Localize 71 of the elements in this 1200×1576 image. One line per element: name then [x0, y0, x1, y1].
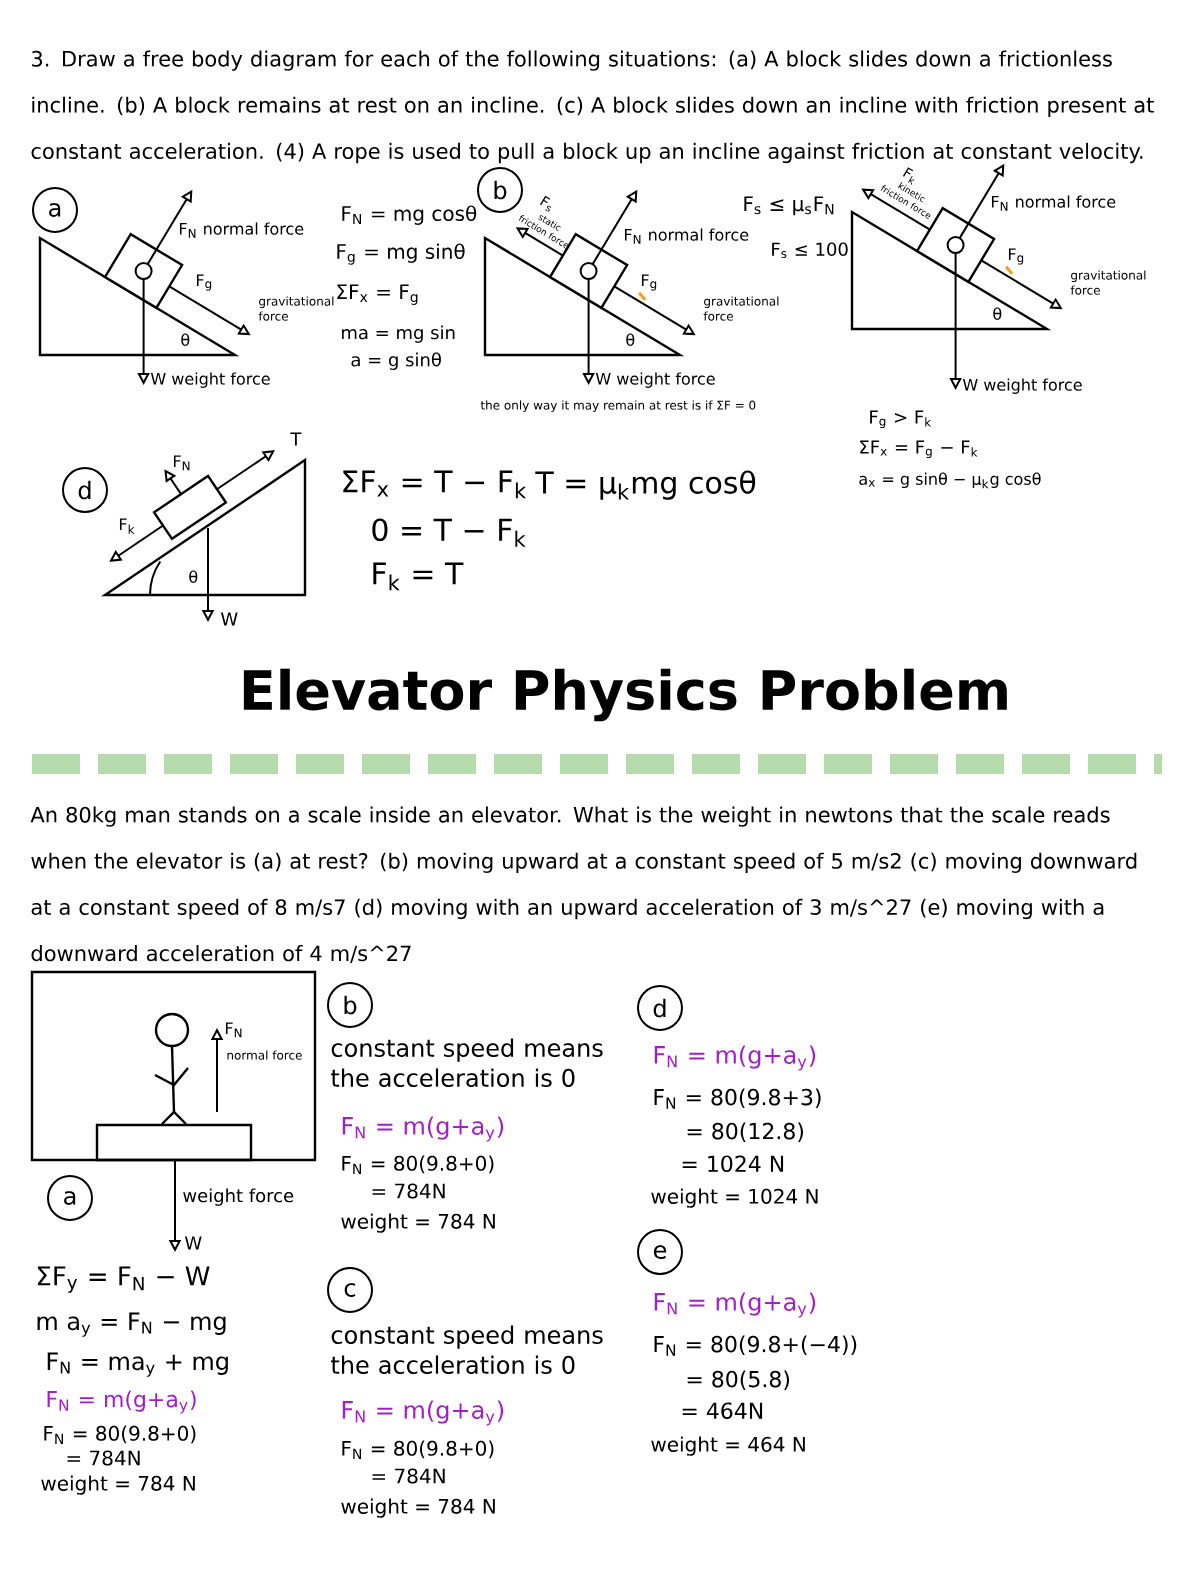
equation: F$_{N}$ = m(g+a$_{y}$) — [47, 1390, 196, 1414]
equation: 0 = T − F$_{k}$ — [372, 518, 526, 547]
equation: T = μ$_{k}$mg cosθ — [535, 470, 756, 500]
circled-letter: b — [327, 982, 373, 1028]
equation: = 784N — [372, 1468, 445, 1484]
force-label: W weight force — [962, 378, 1082, 394]
force-label: F$_{s}$ — [540, 195, 552, 212]
note: the only way it may remain at rest is if ΣF = 0 — [480, 400, 756, 413]
angle-label: θ — [181, 333, 190, 346]
angle-label: θ — [993, 307, 1002, 320]
force-label: W weight force — [595, 372, 715, 388]
force-label: W weight force — [150, 372, 270, 388]
force-label: F$_{g}$ — [196, 274, 212, 291]
equation: F$_{N}$ = 80(9.8+0) — [44, 1425, 196, 1444]
circled-letter: a — [32, 187, 78, 233]
equation: F$_{N}$ = 80(9.8+(−4)) — [654, 1335, 857, 1356]
force-label: gravitational force — [703, 296, 779, 321]
force-label: F$_{N}$ — [225, 1022, 242, 1038]
force-label: W — [221, 612, 238, 626]
equation: weight = 1024 N — [651, 1188, 818, 1208]
angle-label: θ — [189, 570, 198, 583]
equation: = 80(5.8) — [687, 1370, 790, 1390]
title: Elevator Physics Problem — [243, 668, 1007, 722]
equation: weight = 784 N — [41, 1475, 195, 1495]
equation: ΣF$_{x}$ = F$_{g}$ − F$_{k}$ — [860, 440, 978, 459]
explanation-text: constant speed means the acceleration is 0 — [331, 1325, 603, 1374]
equation: weight = 464 N — [651, 1436, 805, 1456]
circled-letter: d — [62, 467, 108, 513]
equation: ΣF$_{x}$ = T − F$_{k}$ — [343, 470, 527, 499]
circled-letter: a — [47, 1175, 93, 1221]
equation: ma = mg sin — [342, 325, 455, 343]
equation: F$_{N}$ = 80(9.8+3) — [654, 1088, 821, 1109]
equation: a = g sinθ — [351, 352, 441, 370]
force-label: W — [185, 1236, 202, 1250]
equation: F$_{N}$ = ma$_{y}$ + mg — [47, 1352, 228, 1377]
equation: weight = 784 N — [341, 1498, 495, 1518]
equation: weight = 784 N — [341, 1213, 495, 1233]
force-label: F$_{g}$ — [1008, 248, 1024, 265]
circled-letter: c — [327, 1267, 373, 1313]
force-label: T — [290, 432, 302, 446]
question-text: 3. Draw a free body diagram for each of the following situations: (a) A block slides down a frictionless incline. (b) A block remains at rest on an incline. (c) A block slides down an incline with friction present at constant acceleration. (4) A rope is used to pull a block up an incline against friction at constant velocity. — [31, 50, 1154, 164]
equation: F$_{N}$ = m(g+a$_{y}$) — [342, 1116, 504, 1142]
question-text: An 80kg man stands on a scale inside an elevator. What is the weight in newtons that the scale reads when the elevator is (a) at rest? (b) moving upward at a constant speed of 5 m/s2 (c) moving downward at a constant speed of 8 m/s7 (d) moving with an upward acceleration of 3 m/s^27 (e) moving with a downward acceleration of 4 m/s^27 — [30, 806, 1137, 963]
force-label: F$_{N}$ normal force — [624, 228, 749, 244]
equation: m a$_{y}$ = F$_{N}$ − mg — [37, 1312, 226, 1337]
equation: F$_{N}$ = m(g+a$_{y}$) — [342, 1400, 504, 1426]
equation: ΣF$_{x}$ = F$_{g}$ — [337, 284, 418, 305]
equation: a$_{x}$ = g sinθ − μ$_{k}$g cosθ — [859, 472, 1041, 489]
explanation-text: constant speed means the acceleration is 0 — [331, 1038, 603, 1087]
force-label: F$_{g}$ — [641, 274, 657, 291]
force-label: gravitational force — [1070, 270, 1146, 295]
equation: F$_{s}$ ≤ μ$_{s}$F$_{N}$ — [744, 196, 834, 216]
equation: F$_{N}$ = 80(9.8+0) — [342, 1440, 494, 1459]
force-label: F$_{N}$ normal force — [179, 222, 304, 238]
equation: F$_{N}$ = 80(9.8+0) — [342, 1155, 494, 1174]
circled-letter: e — [637, 1229, 683, 1275]
equation: = 464N — [682, 1402, 763, 1420]
equation: = 80(12.8) — [687, 1122, 803, 1142]
force-label: weight force — [183, 1188, 294, 1206]
force-label: gravitational force — [258, 296, 334, 321]
equation: F$_{N}$ = m(g+a$_{y}$) — [654, 1292, 816, 1318]
circled-letter: d — [637, 985, 683, 1031]
equation: F$_{g}$ > F$_{k}$ — [870, 410, 932, 429]
circled-letter: b — [477, 167, 523, 213]
force-label: F$_{N}$ — [173, 455, 190, 471]
equation: = 784N — [67, 1450, 140, 1466]
equation: F$_{g}$ = mg sinθ — [337, 243, 465, 265]
equation: F$_{k}$ = T — [373, 562, 464, 591]
angle-label: θ — [626, 333, 635, 346]
equation: F$_{s}$ ≤ 100 — [772, 242, 848, 258]
force-label: F$_{N}$ normal force — [991, 195, 1116, 211]
